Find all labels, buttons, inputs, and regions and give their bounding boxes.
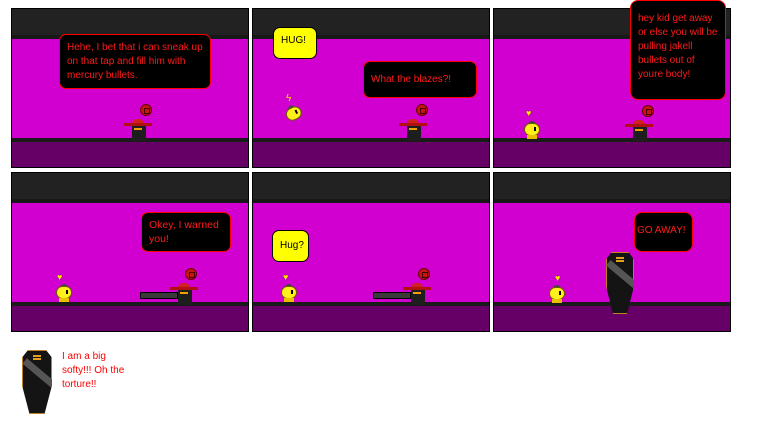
caption-text: I am a big softy!!! Oh the torture!! (62, 351, 125, 390)
demon-orb-icon (185, 268, 197, 280)
speech-bubble-chick: Hug? (272, 230, 309, 262)
bazooka-icon (373, 292, 411, 299)
ceiling (12, 9, 248, 35)
floor (12, 142, 248, 167)
surprise-bolt-icon: ϟ (286, 93, 292, 104)
floor-edge (494, 138, 730, 142)
floor-edge (253, 302, 489, 306)
demon-orb-icon (416, 104, 428, 116)
speech-bubble-gunman: What the blazes?! (363, 61, 477, 98)
chick-character (549, 285, 565, 303)
ceiling-edge (494, 199, 730, 203)
ceiling-edge (253, 35, 489, 39)
chick-character (524, 121, 540, 139)
comic-panel-2: HUG! What the blazes?! ϟ (252, 8, 490, 168)
heart-icon: ♥ (526, 108, 532, 118)
gunman-with-bazooka (373, 283, 431, 305)
speech-bubble-chick: HUG! (273, 27, 317, 59)
comic-panel-5: Hug? ♥ (252, 172, 490, 332)
chick-character (281, 284, 297, 302)
floor (12, 306, 248, 331)
gunman-character (625, 120, 653, 142)
ceiling-edge (253, 199, 489, 203)
floor (253, 142, 489, 167)
ceiling (253, 173, 489, 199)
speech-bubble-gunman: Hehe, I bet that i can sneak up on that … (59, 34, 211, 89)
coffin-character (606, 252, 634, 314)
demon-orb-icon (418, 268, 430, 280)
ceiling (12, 173, 248, 199)
bazooka-icon (140, 292, 178, 299)
ceiling (494, 173, 730, 199)
speech-bubble-gunman: Okey, I warned you! (141, 212, 231, 252)
gunman-character (124, 119, 152, 141)
heart-icon: ♥ (283, 272, 289, 282)
heart-icon: ♥ (555, 273, 561, 283)
speech-bubble-gunman: hey kid get away or else you will be pul… (630, 0, 726, 100)
heart-icon: ♥ (57, 272, 63, 282)
gunman-character (399, 119, 427, 141)
demon-orb-icon (140, 104, 152, 116)
floor (253, 306, 489, 331)
floor (494, 306, 730, 331)
floor-edge (12, 138, 248, 142)
speech-bubble-coffin: GO AWAY! (634, 212, 693, 252)
floor (494, 142, 730, 167)
comic-panel-1: Hehe, I bet that i can sneak up on that … (11, 8, 249, 168)
floor-edge (253, 138, 489, 142)
demon-orb-icon (642, 105, 654, 117)
ceiling-edge (494, 35, 730, 39)
comic-panel-6: GO AWAY! ♥ (493, 172, 731, 332)
floor-edge (12, 302, 248, 306)
ceiling-edge (12, 199, 248, 203)
comic-panel-4: Okey, I warned you! ♥ (11, 172, 249, 332)
coffin-character-caption (22, 350, 52, 414)
chick-character (56, 284, 72, 302)
gunman-with-bazooka (140, 283, 198, 305)
